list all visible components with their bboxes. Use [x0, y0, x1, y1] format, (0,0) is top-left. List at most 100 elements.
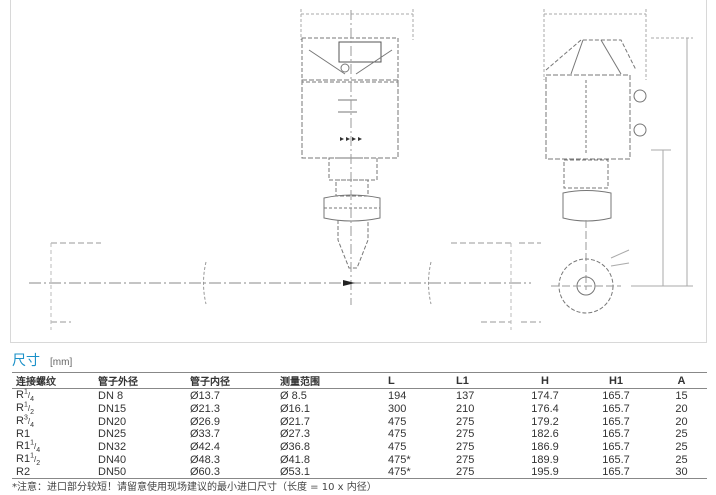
cell-H: 176.4	[531, 402, 559, 415]
cell-H: 174.7	[531, 389, 559, 402]
cell-thread: R1/2	[12, 401, 94, 417]
cell-L1: 275	[456, 453, 475, 466]
cell-H1: 165.7	[602, 415, 630, 428]
thread-fraction-numerator: 1	[30, 439, 34, 447]
cell-inner: Ø26.9	[190, 415, 220, 428]
cell-L: 475*	[388, 453, 411, 466]
cell-range: Ø21.7	[280, 415, 310, 428]
unit-label: [mm]	[50, 357, 73, 368]
cell-range: Ø53.1	[276, 466, 384, 479]
cell-L1: 275	[456, 428, 475, 440]
thread-base: R	[16, 402, 24, 414]
flowmeter-dimension-drawing	[29, 9, 693, 330]
cell-L1: 275	[456, 440, 475, 453]
cell-outer: DN 8	[98, 389, 124, 402]
cell-A: 20	[675, 415, 688, 428]
cell-range: Ø27.3	[280, 428, 310, 440]
cell-H: 186.9	[531, 440, 559, 453]
section-title: 尺寸	[12, 353, 40, 369]
cell-range: Ø16.1	[280, 402, 310, 415]
thread-fraction-denominator: 4	[30, 396, 34, 404]
cell-range: Ø 8.5	[280, 389, 307, 402]
cell-inner: Ø13.7	[190, 389, 220, 402]
header-outer-diameter: 管子外径	[94, 372, 186, 389]
cell-outer: DN20	[98, 415, 127, 428]
thread-base: R1	[16, 440, 31, 452]
cell-L1: 275	[456, 415, 475, 428]
table-row: R1/2 DN15 Ø21.3 Ø16.1 300 210 176.4 165.7 20	[12, 401, 707, 417]
cell-outer: DN40	[98, 453, 127, 466]
thread-fraction-denominator: 2	[36, 460, 41, 468]
thread-base: R2	[16, 466, 31, 478]
cell-H1: 165.7	[602, 440, 630, 453]
cell-thread: R1/4	[12, 388, 94, 404]
cell-A: 15	[675, 389, 688, 402]
cell-L1: 275	[452, 466, 514, 479]
header-L1: L1	[452, 372, 514, 389]
cell-L1: 210	[456, 402, 475, 415]
fraction-slash: /	[27, 391, 31, 400]
technical-drawing	[10, 0, 707, 343]
thread-base: R1	[16, 453, 31, 465]
cell-thread: R1	[12, 428, 94, 440]
cell-outer: DN25	[98, 428, 127, 440]
header-A: A	[656, 372, 707, 389]
header-thread: 连接螺纹	[12, 372, 94, 389]
cell-L: 300	[388, 402, 407, 415]
header-range: 测量范围	[276, 372, 384, 389]
cell-thread: R11/2	[12, 452, 94, 468]
cell-L: 475	[388, 440, 407, 453]
thread-fraction-numerator: 1	[23, 388, 28, 396]
cell-inner: Ø48.3	[190, 453, 220, 466]
header-H1: H1	[576, 372, 656, 389]
table-header-row: 连接螺纹 管子外径 管子内径 测量范围 L L1 H H1 A	[12, 372, 707, 389]
cell-thread: R3/4	[12, 414, 94, 430]
cell-H1: 165.7	[576, 466, 656, 479]
header-L: L	[384, 372, 452, 389]
fraction-slash: /	[33, 455, 37, 464]
cell-H: 189.9	[531, 453, 559, 466]
thread-fraction-denominator: 2	[30, 409, 34, 417]
cell-outer: DN32	[98, 440, 127, 453]
cell-H1: 165.7	[602, 402, 630, 415]
cell-range: Ø36.8	[280, 440, 310, 453]
cell-thread: R2	[12, 466, 94, 479]
cell-range: Ø41.8	[280, 453, 310, 466]
dimensions-heading: 尺寸 [mm]	[12, 350, 73, 369]
cell-H1: 165.7	[602, 453, 630, 466]
cell-H1: 165.7	[602, 389, 630, 402]
cell-A: 25	[675, 440, 688, 453]
cell-A: 30	[656, 466, 707, 479]
cell-A: 25	[675, 428, 688, 440]
fraction-slash: /	[33, 442, 37, 451]
cell-A: 20	[675, 402, 688, 415]
cell-L: 475*	[384, 466, 452, 479]
cell-H: 182.6	[531, 428, 559, 440]
thread-fraction-numerator: 1	[23, 401, 28, 409]
cell-inner: Ø33.7	[190, 428, 220, 440]
fraction-slash: /	[27, 417, 31, 426]
cell-L: 475	[388, 428, 407, 440]
header-inner-diameter: 管子内径	[186, 372, 276, 389]
cell-L: 475	[388, 415, 407, 428]
cell-inner: Ø60.3	[186, 466, 276, 479]
header-H: H	[514, 372, 576, 389]
thread-base: R	[16, 415, 24, 427]
cell-H: 195.9	[514, 466, 576, 479]
thread-fraction-denominator: 4	[30, 422, 34, 430]
cell-L1: 137	[456, 389, 475, 402]
fraction-slash: /	[27, 404, 31, 413]
cell-outer: DN15	[98, 402, 127, 415]
cell-thread: R11/4	[12, 439, 94, 454]
cell-outer: DN50	[94, 466, 186, 479]
thread-base: R	[16, 389, 24, 401]
thread-fraction-numerator: 1	[30, 452, 34, 460]
cell-inner: Ø21.3	[190, 402, 220, 415]
thread-base: R1	[16, 428, 31, 440]
